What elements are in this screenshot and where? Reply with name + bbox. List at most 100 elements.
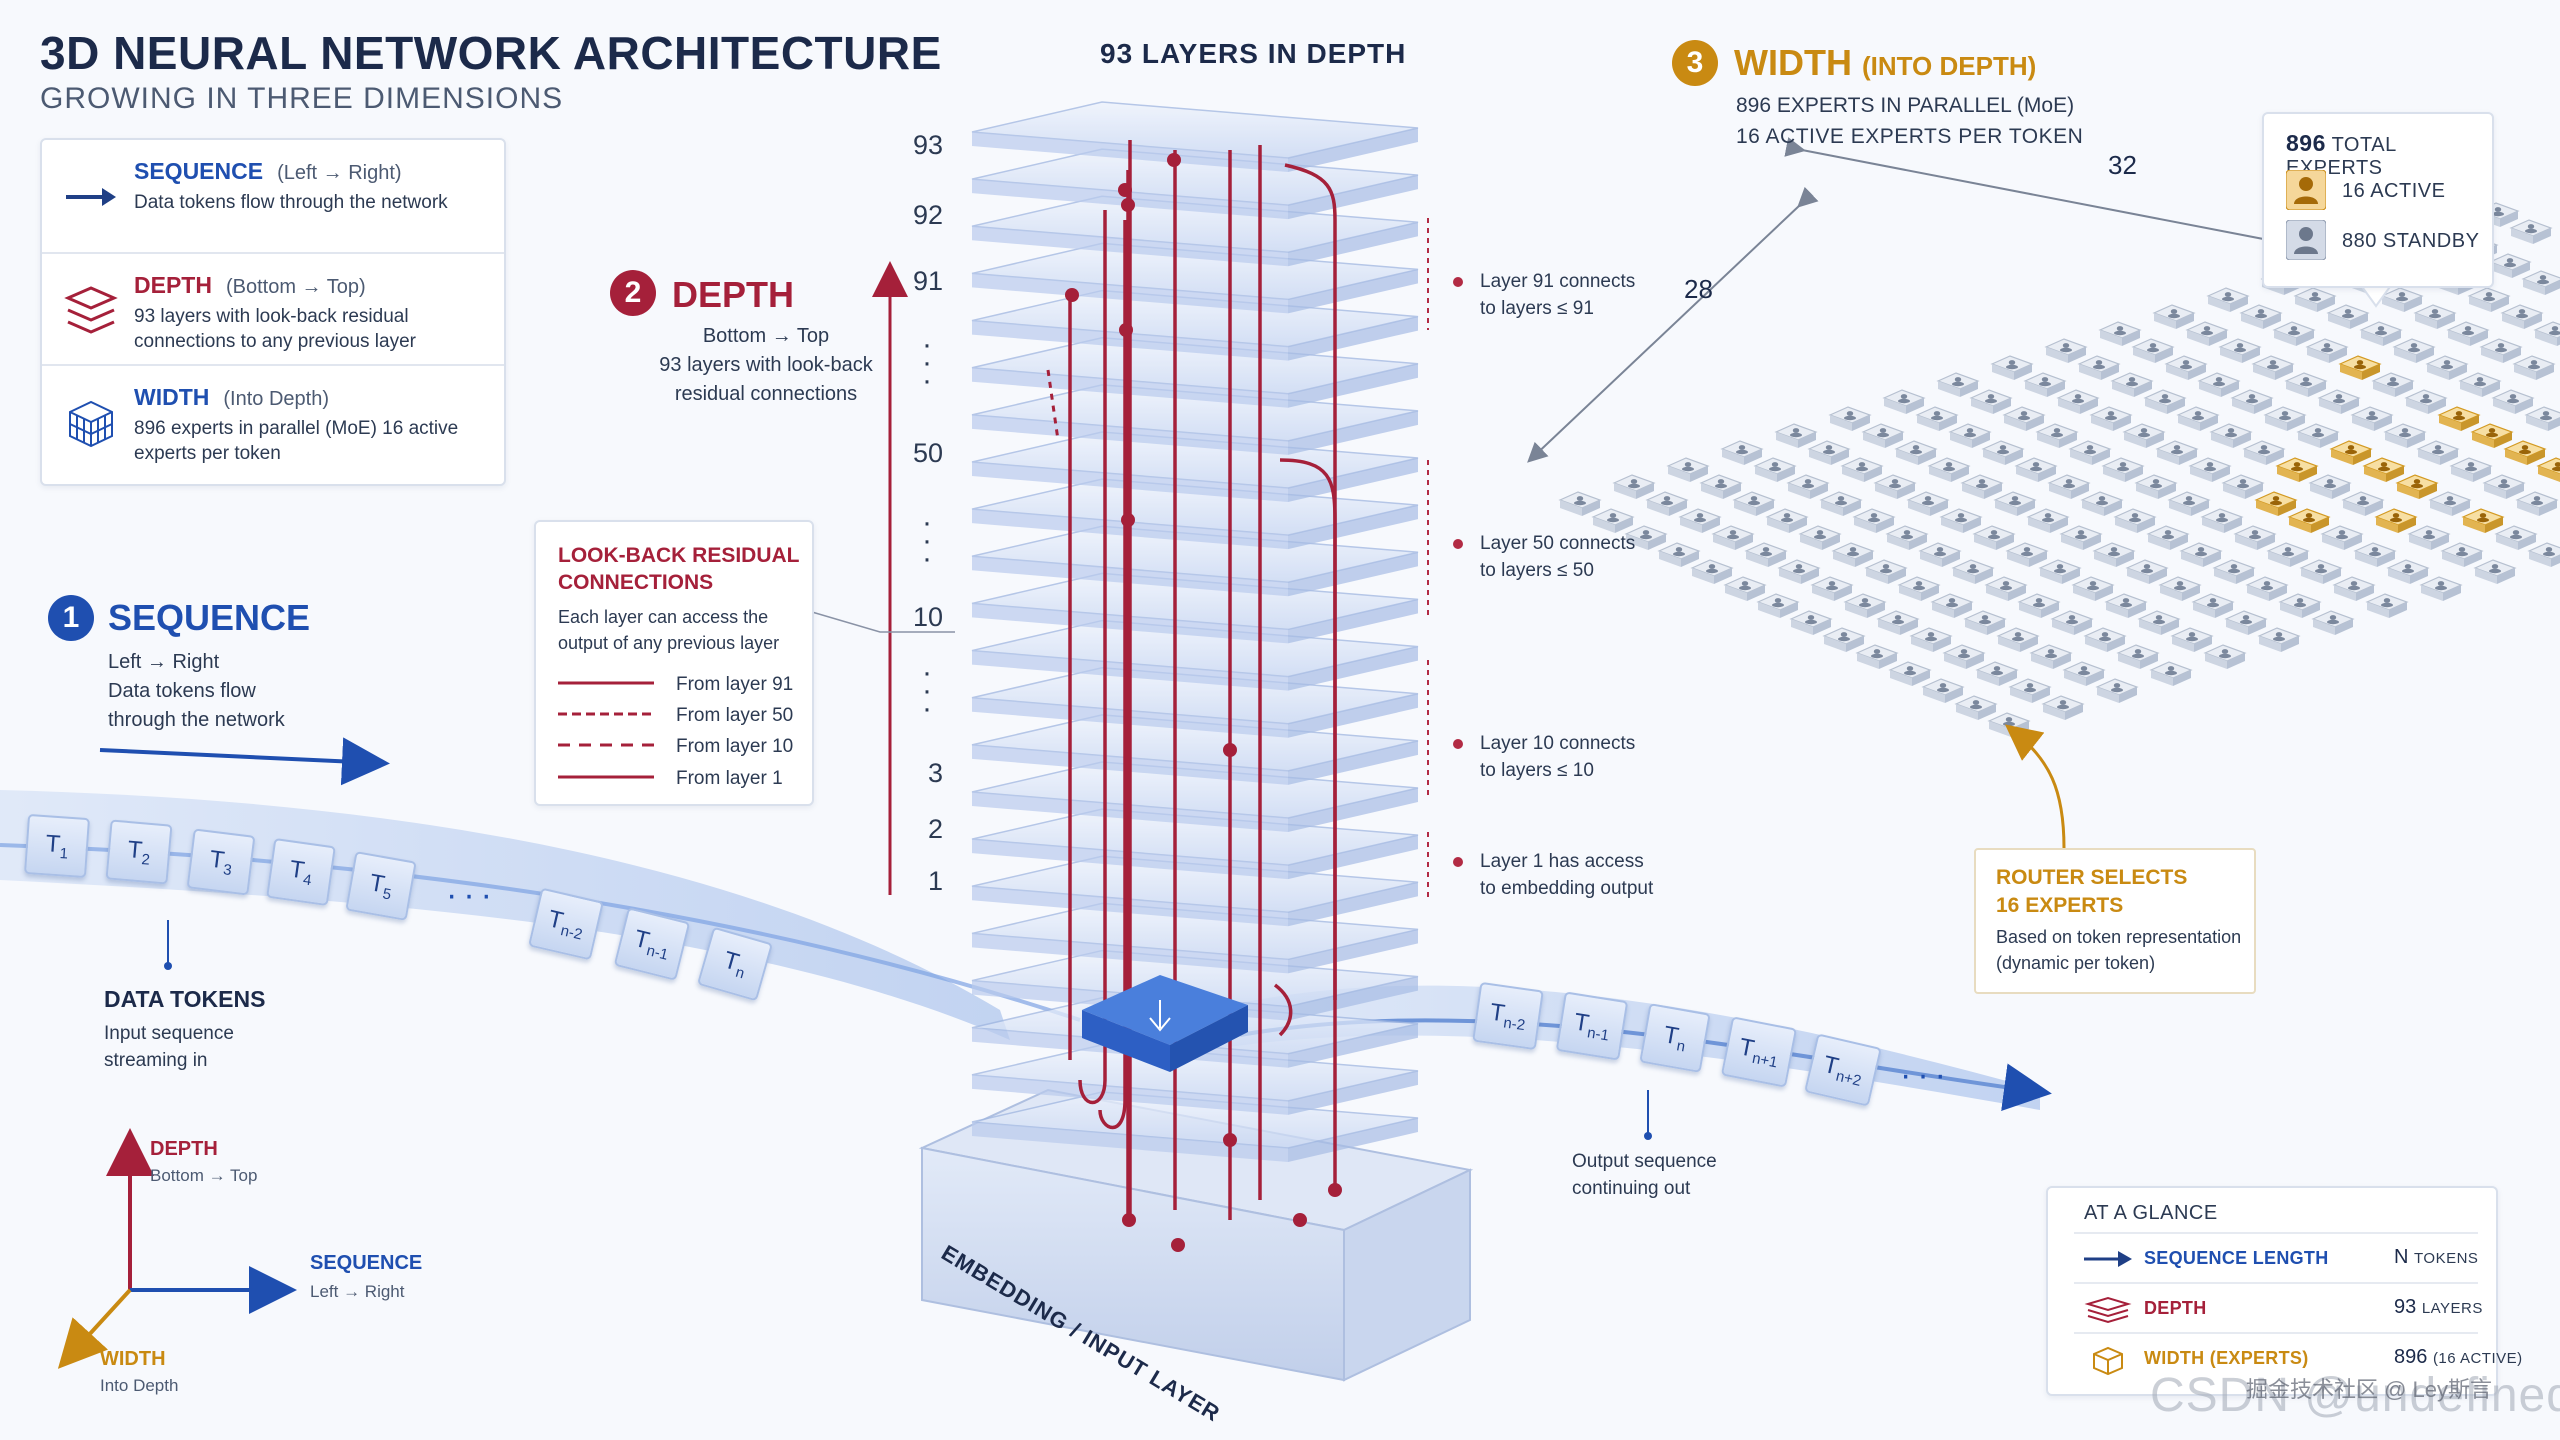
tower-slab-side	[1288, 175, 1418, 220]
grid-dim-28	[1527, 186, 1819, 463]
grid-dim-32-label: 32	[2108, 150, 2137, 180]
expert-tile	[2509, 219, 2553, 244]
expert-tile	[1918, 542, 1962, 567]
token-in-4: T4	[266, 837, 336, 907]
expert-tile	[2245, 576, 2289, 601]
layer-number-91: 91	[912, 266, 943, 296]
expert-tile	[2299, 559, 2343, 584]
expert-tile	[2428, 491, 2472, 516]
expert-tile	[2413, 304, 2457, 329]
tower-slab-side	[1288, 269, 1418, 314]
expert-tile	[2341, 491, 2385, 516]
glance-row-width: WIDTH (EXPERTS) 896 (16 ACTIVE)	[2074, 1332, 2522, 1384]
tower-slab-side	[1288, 599, 1418, 644]
expert-tile	[1732, 491, 1776, 516]
expert-tile	[1861, 423, 1905, 448]
expert-tile	[1960, 474, 2004, 499]
tower-slab-side	[1288, 929, 1418, 974]
active-expert-icon	[2286, 170, 2326, 210]
residual-dots	[1065, 153, 1342, 1252]
expert-tile	[2212, 559, 2256, 584]
expert-tile-active	[2374, 508, 2418, 533]
expert-tile	[1888, 661, 1932, 686]
expert-tile	[2002, 406, 2046, 431]
expert-tile	[1774, 423, 1818, 448]
expert-tile	[1876, 610, 1920, 635]
expert-tile	[1690, 559, 1734, 584]
axis-depth-title: DEPTH	[150, 1138, 218, 1160]
expert-tile	[1756, 593, 1800, 618]
expert-tile	[1765, 508, 1809, 533]
layer-number-93: 93	[912, 130, 943, 160]
depth-number-badge: 2	[610, 270, 656, 316]
expert-tile	[1954, 695, 1998, 720]
expert-tile	[2359, 321, 2403, 346]
expert-tile	[1885, 525, 1929, 550]
legend-row-width: WIDTH(Into Depth) 896 experts in paralle…	[42, 364, 504, 478]
expert-tile	[1873, 474, 1917, 499]
expert-tile	[2521, 270, 2560, 295]
expert-tile	[2023, 372, 2067, 397]
tower-slabs	[971, 101, 1419, 1162]
expert-tile	[2533, 321, 2560, 346]
standby-expert-icon	[2286, 220, 2326, 260]
sequence-arrow	[99, 737, 390, 786]
cube-grid-icon	[69, 400, 113, 448]
legend-width-title: WIDTH(Into Depth)	[134, 384, 329, 410]
expert-tile	[2296, 423, 2340, 448]
tower-slab-side	[1288, 788, 1418, 832]
expert-tile	[1819, 491, 1863, 516]
sequence-section-desc: Left → Right Data tokens flow through th…	[108, 651, 285, 731]
expert-tile	[2059, 525, 2103, 550]
token-out-n-2: Tn-2	[1472, 981, 1544, 1051]
expert-tile	[1786, 474, 1830, 499]
expert-tile	[2197, 372, 2241, 397]
expert-tile	[1894, 440, 1938, 465]
expert-tile	[1840, 457, 1884, 482]
expert-tile	[2251, 355, 2295, 380]
expert-tile	[2449, 457, 2493, 482]
expert-tile	[1909, 627, 1953, 652]
expert-tile	[2419, 576, 2463, 601]
expert-tile	[2131, 338, 2175, 363]
tower-slab-side	[1288, 835, 1418, 880]
token-out-n: Tn	[1639, 1003, 1711, 1073]
expert-tile	[2353, 542, 2397, 567]
expert-tile	[2404, 389, 2448, 414]
expert-tile	[1831, 542, 1875, 567]
legend-sequence-title: SEQUENCE(Left → Right)	[134, 158, 402, 184]
totals-total: 896 TOTAL EXPERTS	[2286, 130, 2396, 179]
arrow-right-icon	[2084, 1251, 2132, 1267]
expert-tile	[1789, 610, 1833, 635]
expert-tile	[2014, 457, 2058, 482]
expert-tile	[1864, 559, 1908, 584]
expert-tile	[1822, 627, 1866, 652]
expert-tile	[2077, 355, 2121, 380]
expert-tile	[1720, 440, 1764, 465]
legend-row-sequence: SEQUENCE(Left → Right) Data tokens flow …	[42, 140, 504, 252]
depth-section-title: DEPTH	[672, 274, 795, 315]
expert-tile	[2062, 661, 2106, 686]
width-number-badge: 3	[1672, 40, 1718, 86]
expert-tile	[1984, 576, 2028, 601]
tower-slab-side	[1288, 128, 1418, 172]
expert-tile	[2233, 525, 2277, 550]
expert-tile	[2056, 389, 2100, 414]
axis-width-hint: Into Depth	[100, 1376, 179, 1395]
expert-tile	[1723, 576, 1767, 601]
expert-tile	[1678, 508, 1722, 533]
expert-tile	[2044, 338, 2088, 363]
expert-tile	[2488, 253, 2532, 278]
expert-tile	[1927, 457, 1971, 482]
expert-tile-active	[2395, 474, 2439, 499]
expert-tile	[1906, 491, 1950, 516]
expert-tile	[2458, 372, 2502, 397]
tower-slab-side	[1288, 458, 1418, 502]
expert-tile	[2317, 389, 2361, 414]
axis-depth-hint: Bottom → Top	[150, 1166, 258, 1185]
expert-tile	[2047, 474, 2091, 499]
expert-tile	[1645, 491, 1689, 516]
expert-tile	[1942, 644, 1986, 669]
